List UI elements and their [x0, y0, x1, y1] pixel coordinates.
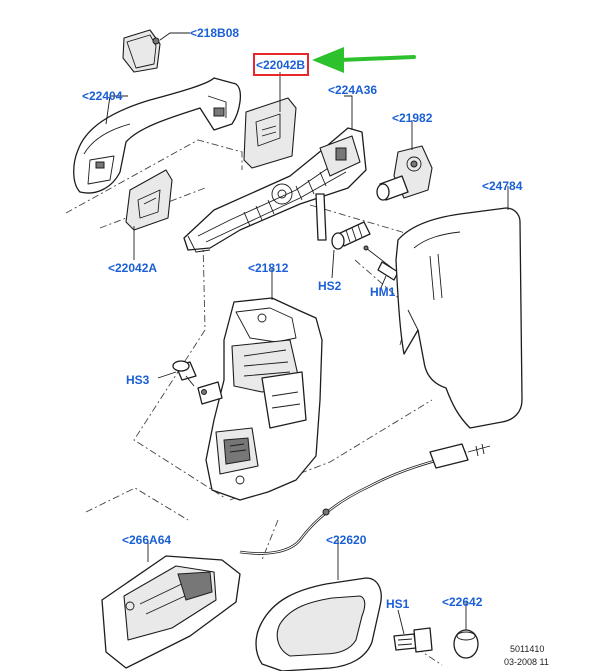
exterior-handle-part — [73, 77, 242, 194]
screw-hs3-part — [172, 360, 197, 387]
screw-hs2-part — [331, 221, 371, 250]
lock-cylinder-part — [376, 145, 433, 201]
label-22404: <22404 — [82, 89, 123, 103]
handle-frame-part — [183, 127, 367, 253]
leader-lines — [105, 32, 509, 635]
interior-handle-part — [101, 555, 241, 669]
label-hs2: HS2 — [318, 279, 342, 293]
label-21812: <21812 — [248, 261, 289, 275]
highlight-box — [253, 53, 309, 76]
pin-hm1-part — [363, 245, 399, 281]
release-cable-part — [239, 443, 491, 555]
label-21982: <21982 — [392, 111, 433, 125]
front-gasket-part — [125, 169, 173, 231]
handle-end-cap-part — [122, 29, 161, 73]
cap-22642-part — [453, 629, 479, 659]
label-22642: <22642 — [442, 595, 483, 609]
bolt-hs1-part — [393, 627, 433, 653]
label-22042b: <22042B — [256, 58, 305, 72]
reference-number: 5011410 — [510, 644, 544, 654]
handle-bezel-part — [255, 577, 382, 671]
label-24784: <24784 — [482, 179, 523, 193]
reference-date: 03-2008 11 — [504, 657, 549, 667]
rear-gasket-part — [243, 97, 297, 169]
label-hm1: HM1 — [370, 285, 396, 299]
door-latch-part — [197, 297, 323, 501]
label-hs3: HS3 — [126, 373, 150, 387]
label-224a36: <224A36 — [328, 83, 377, 97]
lock-cover-part — [395, 207, 523, 429]
label-22620: <22620 — [326, 533, 367, 547]
pointer-arrow — [312, 47, 416, 73]
label-22042a: <22042A — [108, 261, 157, 275]
label-218b08: <218B08 — [190, 26, 239, 40]
label-hs1: HS1 — [386, 597, 410, 611]
label-266a64: <266A64 — [122, 533, 171, 547]
